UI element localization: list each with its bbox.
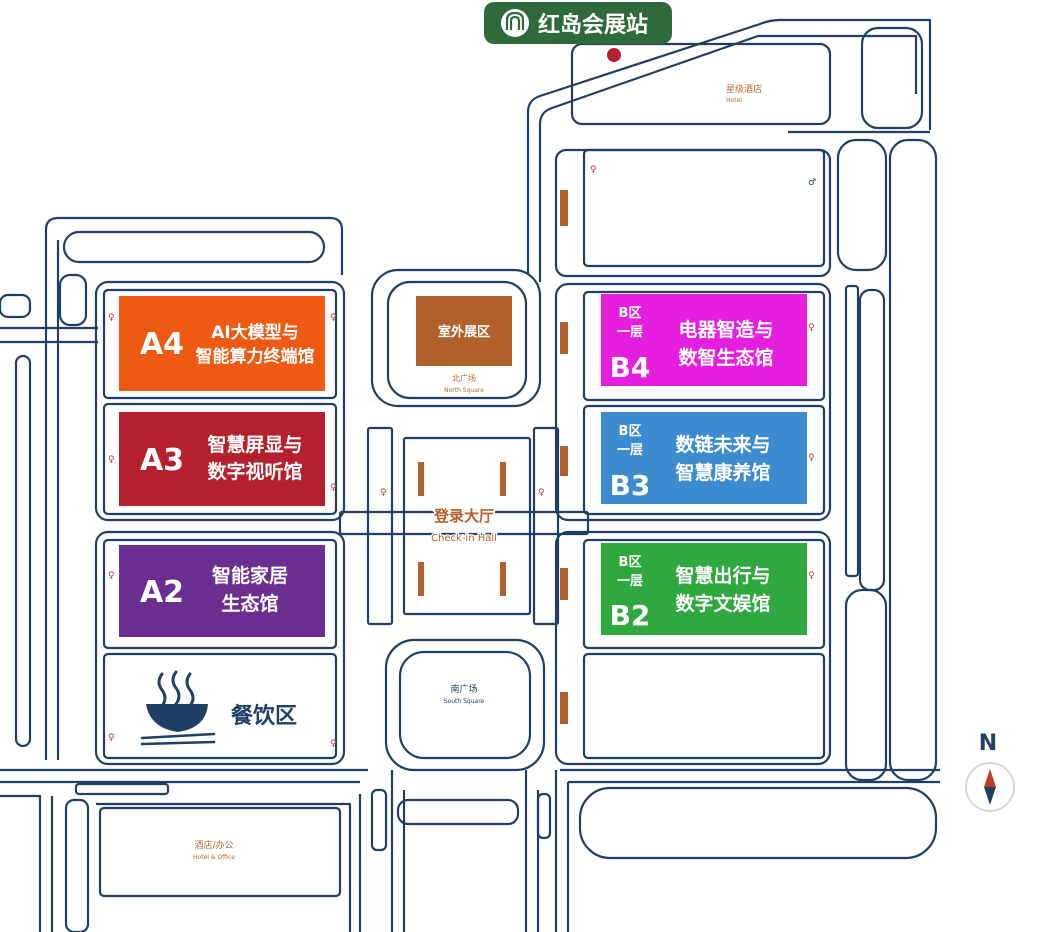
dining-label: 餐饮区 [231,704,297,729]
south-square-en-label: South Square [444,698,485,705]
noodle-bowl-icon [157,670,195,708]
north-square-en-label: North Square [444,387,484,394]
svg-text:♀: ♀ [808,571,815,581]
hall-b2[interactable]: B区 一层 B2 智慧出行与 数字文娱馆 [601,543,807,635]
bowl-icon [146,704,208,732]
hall-a2[interactable]: A2 智能家居 生态馆 [119,545,325,637]
hall-a4-name-2: 智能算力终端馆 [196,346,315,367]
svg-text:♀: ♀ [330,739,337,749]
hall-b4-name-1: 电器智造与 [678,318,773,341]
entrance-markers [418,190,568,724]
svg-text:♀: ♀ [808,453,815,463]
hall-a4[interactable]: A4 AI大模型与 智能算力终端馆 [119,296,325,391]
checkin-hall-en-label: Check-in Hall [431,533,497,544]
hall-b3[interactable]: B区 一层 B3 数链未来与 智慧康养馆 [601,412,807,504]
hall-b4-floor-2: 一层 [617,325,643,340]
hall-b2-code: B2 [610,599,651,632]
hall-b2-floor-1: B区 [619,555,642,570]
hall-a3-name-1: 智慧屏显与 [207,433,302,456]
svg-text:♀: ♀ [538,488,545,498]
svg-text:♀: ♀ [108,733,115,743]
svg-text:♀: ♀ [590,165,597,175]
svg-text:♀: ♀ [330,313,337,323]
hall-a3[interactable]: A3 智慧屏显与 数字视听馆 [119,412,325,506]
hall-a2-code: A2 [140,575,184,610]
station-location-dot [607,48,621,62]
hall-b4-code: B4 [610,351,651,384]
hall-b3-code: B3 [610,469,651,502]
svg-text:♀: ♀ [808,323,815,333]
hall-a2-name-1: 智能家居 [212,564,288,587]
svg-text:♀: ♀ [108,313,115,323]
hotel-office-en-label: Hotel & Office [193,854,235,861]
hall-b4[interactable]: B区 一层 B4 电器智造与 数智生态馆 [601,294,807,386]
compass-north-label: N [979,731,997,756]
hall-b2-floor-2: 一层 [617,574,643,589]
hall-b3-name-1: 数链未来与 [675,433,770,456]
outdoor-exhibit-label: 室外展区 [438,324,490,340]
road-network [0,18,940,932]
compass-needle-north-icon [984,769,996,787]
hotel-office-label: 酒店/办公 [194,839,233,851]
checkin-hall-label: 登录大厅 [433,507,494,525]
star-hotel-en-label: Hotel [726,97,742,104]
station-label: 红岛会展站 [538,12,648,38]
north-square-label: 北广场 [452,373,476,383]
outdoor-exhibit-area[interactable] [416,296,512,366]
compass-needle-south-icon [984,787,996,805]
chopsticks-icon [140,732,216,746]
svg-text:♀: ♀ [108,571,115,581]
dining-area[interactable]: 餐饮区 [140,670,297,746]
hall-a3-name-2: 数字视听馆 [207,460,302,483]
metro-station-badge[interactable]: 红岛会展站 [484,2,672,44]
restroom-icons: ♀ ♂ ♀ ♀ ♀ ♀ ♀ ♀ ♀ ♀ ♀ ♀ ♀ ♀ [108,165,816,749]
svg-text:♀: ♀ [330,483,337,493]
svg-text:♀: ♀ [108,455,115,465]
south-square-label: 南广场 [450,683,477,695]
svg-text:♂: ♂ [808,178,816,188]
svg-text:♀: ♀ [380,488,387,498]
hall-a2-name-2: 生态馆 [221,592,278,615]
hall-a4-name-1: AI大模型与 [211,322,298,343]
hall-a4-code: A4 [140,327,184,362]
hall-b4-name-2: 数智生态馆 [678,346,773,369]
hall-b3-name-2: 智慧康养馆 [675,461,770,484]
hall-b2-name-2: 数字文娱馆 [675,592,770,615]
compass: N [965,731,1015,812]
hall-a3-code: A3 [140,443,184,478]
hall-b4-floor-1: B区 [619,306,642,321]
hall-b2-name-1: 智慧出行与 [675,564,770,587]
hall-b3-floor-1: B区 [619,424,642,439]
star-hotel-label: 星级酒店 [726,83,762,95]
metro-icon [505,11,525,30]
hall-b3-floor-2: 一层 [617,443,643,458]
